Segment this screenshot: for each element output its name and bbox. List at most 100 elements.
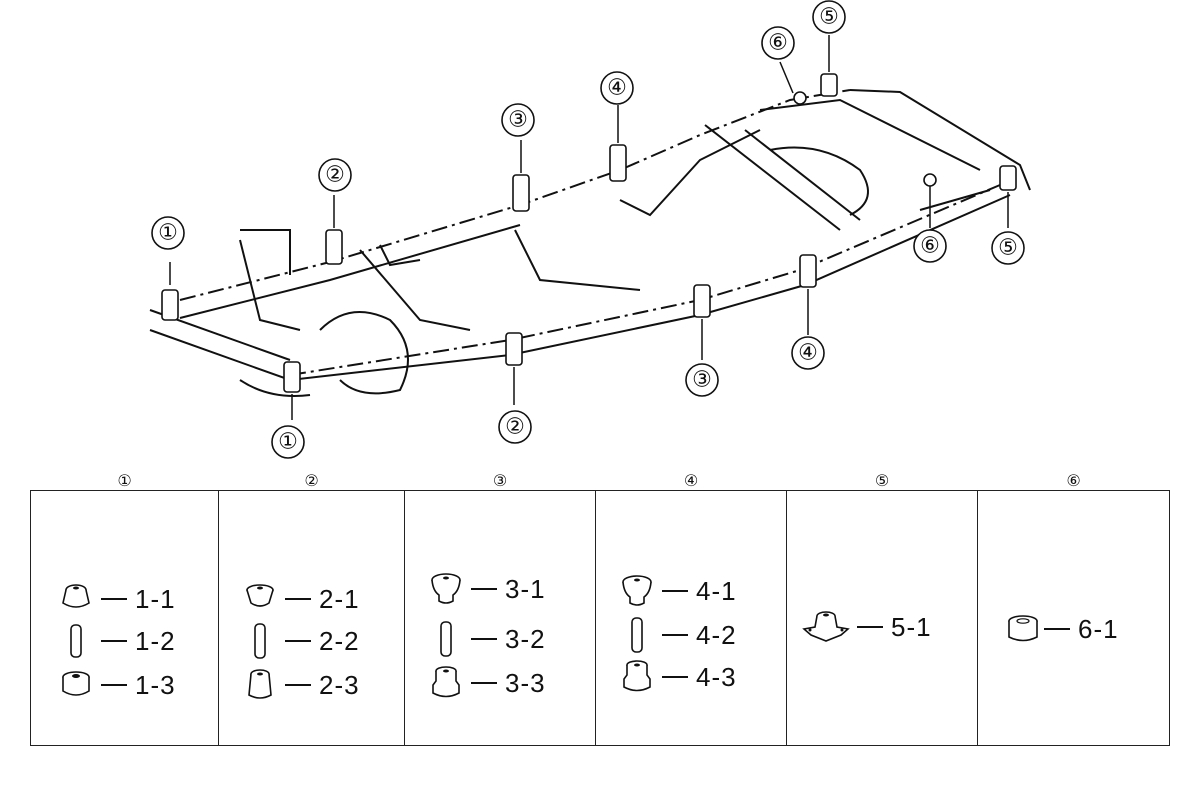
leader-line <box>662 634 688 636</box>
part-label: 3-1 <box>505 573 546 604</box>
part-label: 5-1 <box>891 611 932 642</box>
leader-line <box>662 590 688 592</box>
leader-line <box>285 640 311 642</box>
column-header-5: ⑤ <box>874 471 890 490</box>
flanged-mount-icon <box>802 611 850 642</box>
callout-2-top: ② <box>318 158 352 192</box>
collar-sleeve-icon <box>254 623 266 659</box>
column-header-1: ① <box>117 471 132 490</box>
part-label: 2-2 <box>319 625 360 656</box>
svg-text:①: ① <box>158 221 178 246</box>
leader-line <box>471 638 497 640</box>
leader-line <box>471 682 497 684</box>
part-label: 1-2 <box>135 625 176 656</box>
part-row-5-1: 5-1 <box>801 607 932 647</box>
callout-2-bottom: ② <box>498 410 532 444</box>
part-row-3-3: 3-3 <box>427 665 546 701</box>
callout-4-top: ④ <box>600 71 634 105</box>
collar-sleeve-icon <box>440 621 452 657</box>
part-row-1-2: 1-2 <box>57 623 176 659</box>
callout-3-top: ③ <box>501 103 535 137</box>
svg-text:④: ④ <box>607 76 627 101</box>
svg-text:③: ③ <box>692 368 712 393</box>
part-label: 3-2 <box>505 623 546 654</box>
part-row-4-1: 4-1 <box>618 573 737 609</box>
parts-column-5: ⑤ 5-1 <box>786 471 977 746</box>
part-label: 4-1 <box>696 575 737 606</box>
leader-line <box>857 626 883 628</box>
part-label: 4-2 <box>696 619 737 650</box>
svg-text:①: ① <box>278 430 298 455</box>
mount-6-right <box>923 173 937 228</box>
lower-cushion-icon <box>248 669 272 699</box>
mount-4-top <box>609 105 627 182</box>
svg-text:④: ④ <box>798 341 818 366</box>
callout-5-top: ⑤ <box>812 0 846 34</box>
part-row-2-1: 2-1 <box>241 581 360 617</box>
parts-column-3: ③ 3-1 3-2 3-3 <box>404 471 595 746</box>
part-row-3-1: 3-1 <box>427 571 546 607</box>
collar-sleeve-icon <box>631 617 643 653</box>
svg-text:⑥: ⑥ <box>768 31 788 56</box>
upper-cushion-icon <box>62 584 90 608</box>
part-label: 4-3 <box>696 661 737 692</box>
mount-6-top <box>779 61 807 105</box>
parts-column-2: ② 2-1 2-2 2-3 <box>218 471 404 746</box>
column-header-2: ② <box>304 471 319 490</box>
part-row-2-3: 2-3 <box>241 667 360 703</box>
mount-1-left <box>161 262 179 321</box>
mount-2-top <box>325 195 343 265</box>
callout-6-right: ⑥ <box>913 229 947 263</box>
column-header-6: ⑥ <box>1066 471 1081 490</box>
upper-cushion-icon <box>246 584 274 607</box>
vehicle-frame-diagram: ① ① ② ② ③ ③ ④ ④ ⑤ ⑤ ⑥ ⑥ <box>149 0 1031 459</box>
mount-5-right <box>999 165 1017 228</box>
mount-1-bottom <box>283 361 301 420</box>
lower-cushion-icon <box>432 666 460 698</box>
leader-line <box>285 684 311 686</box>
svg-text:⑥: ⑥ <box>920 234 940 259</box>
mount-5-top <box>820 35 838 97</box>
leader-line <box>285 598 311 600</box>
part-row-6-1: 6-1 <box>1004 611 1119 647</box>
parts-column-4: ④ 4-1 4-2 4-3 <box>595 471 786 746</box>
leader-line <box>471 588 497 590</box>
mount-3-bottom <box>693 284 711 360</box>
mount-4-bottom <box>799 254 817 335</box>
parts-column-1: ① 1-1 1-2 1-3 <box>30 471 218 746</box>
upper-cushion-icon <box>431 573 461 604</box>
part-label: 2-1 <box>319 583 360 614</box>
part-row-3-2: 3-2 <box>427 621 546 657</box>
part-row-4-3: 4-3 <box>618 659 737 695</box>
mount-2-bottom <box>505 332 523 405</box>
part-label: 3-3 <box>505 667 546 698</box>
leader-line <box>101 684 127 686</box>
svg-text:②: ② <box>325 163 345 188</box>
part-row-4-2: 4-2 <box>618 617 737 653</box>
part-label: 1-3 <box>135 669 176 700</box>
callout-3-bottom: ③ <box>685 363 719 397</box>
callout-5-right: ⑤ <box>991 231 1025 265</box>
part-row-2-2: 2-2 <box>241 623 360 659</box>
svg-text:③: ③ <box>508 108 528 133</box>
lower-cushion-icon <box>623 660 651 692</box>
part-label: 6-1 <box>1078 613 1119 644</box>
mount-3-top <box>512 140 530 212</box>
part-row-1-3: 1-3 <box>57 667 176 703</box>
lower-cushion-icon <box>62 671 90 696</box>
collar-sleeve-icon <box>70 624 82 658</box>
callout-6-top: ⑥ <box>761 26 795 60</box>
part-row-1-1: 1-1 <box>57 581 176 617</box>
leader-line <box>101 598 127 600</box>
leader-line <box>101 640 127 642</box>
round-bushing-icon <box>1008 615 1038 642</box>
upper-cushion-icon <box>622 575 652 606</box>
frame-mounts <box>161 35 1017 420</box>
parts-column-6: ⑥ 6-1 <box>977 471 1170 746</box>
svg-text:②: ② <box>505 415 525 440</box>
part-label: 1-1 <box>135 583 176 614</box>
callout-1-bottom: ① <box>271 425 305 459</box>
column-header-3: ③ <box>492 471 508 490</box>
callout-4-bottom: ④ <box>791 336 825 370</box>
callout-1-left: ① <box>151 216 185 250</box>
